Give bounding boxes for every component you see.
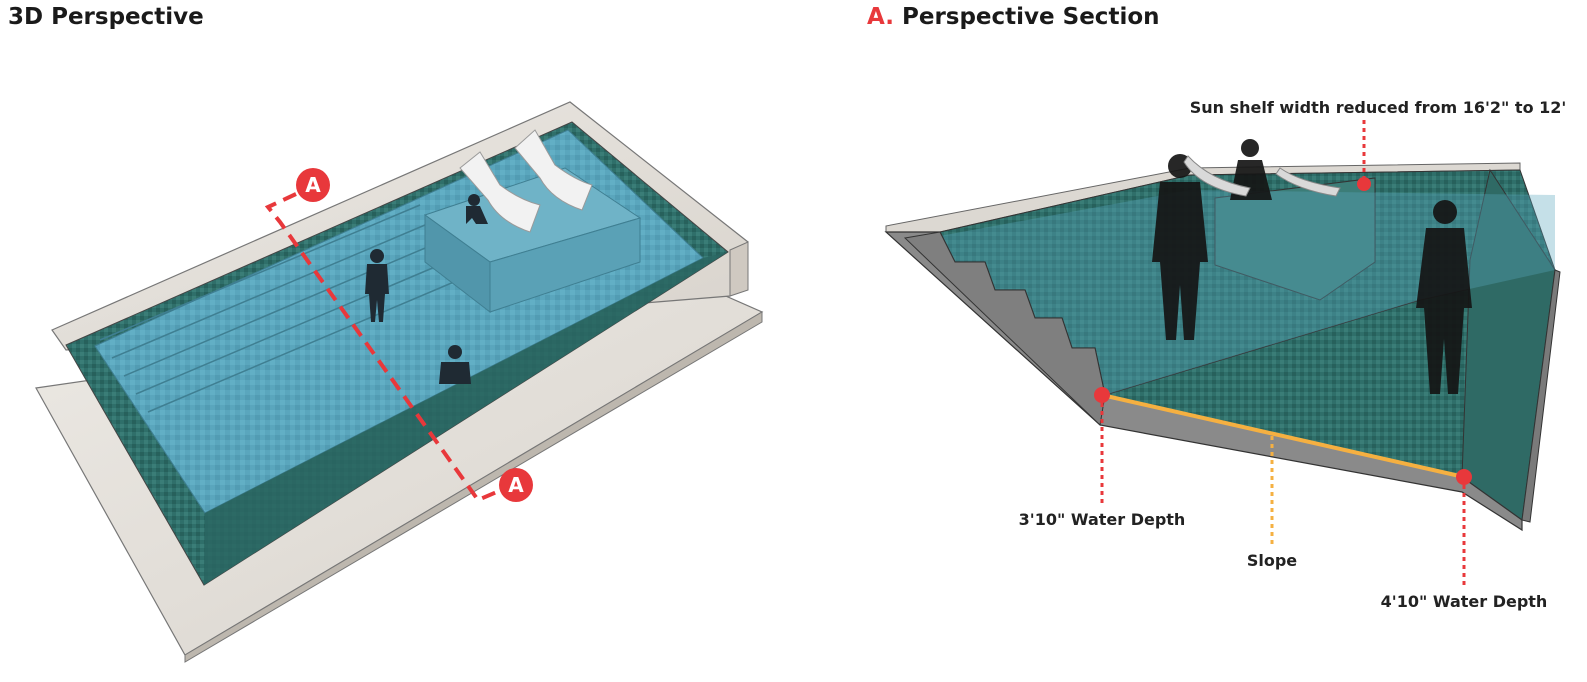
shallow-depth-point [1094,387,1110,403]
section-prefix: A. [867,4,894,30]
callout-leaders [1100,120,1466,587]
coping-side [729,241,749,297]
section-marker-bottom-letter: A [508,473,524,497]
lower-deck-edge [184,311,763,663]
sun-shelf-point [1357,177,1371,191]
lounge-chairs [459,129,593,233]
section-chairs [1183,155,1341,197]
section-sun-shelf [1214,177,1376,301]
section-people [1152,139,1472,394]
slope-line [1101,393,1465,479]
sun-shelf-side [489,217,641,313]
section-cut-line [264,192,507,503]
sun-shelf-callout: Sun shelf width reduced from 16'2" to 12… [1190,98,1567,117]
section-marker-top: A [296,168,330,202]
right-panel-title: A. Perspective Section [867,4,1160,30]
section-right-cut [1521,269,1561,523]
shallow-depth-callout: 3'10" Water Depth [1019,510,1186,529]
pool-perspective-section: Sun shelf width reduced from 16'2" to 12… [884,98,1567,611]
people-silhouettes [365,194,488,384]
slope-callout: Slope [1247,551,1297,570]
deep-depth-point [1456,469,1472,485]
section-marker-top-letter: A [305,173,321,197]
left-panel-title: 3D Perspective [8,4,204,30]
pool-3d-perspective: A A [35,101,764,663]
deep-depth-callout: 4'10" Water Depth [1381,592,1548,611]
pool-front-wall [204,252,728,585]
pool-steps [99,204,469,413]
section-title-text: Perspective Section [901,4,1160,30]
section-marker-bottom: A [499,468,533,502]
